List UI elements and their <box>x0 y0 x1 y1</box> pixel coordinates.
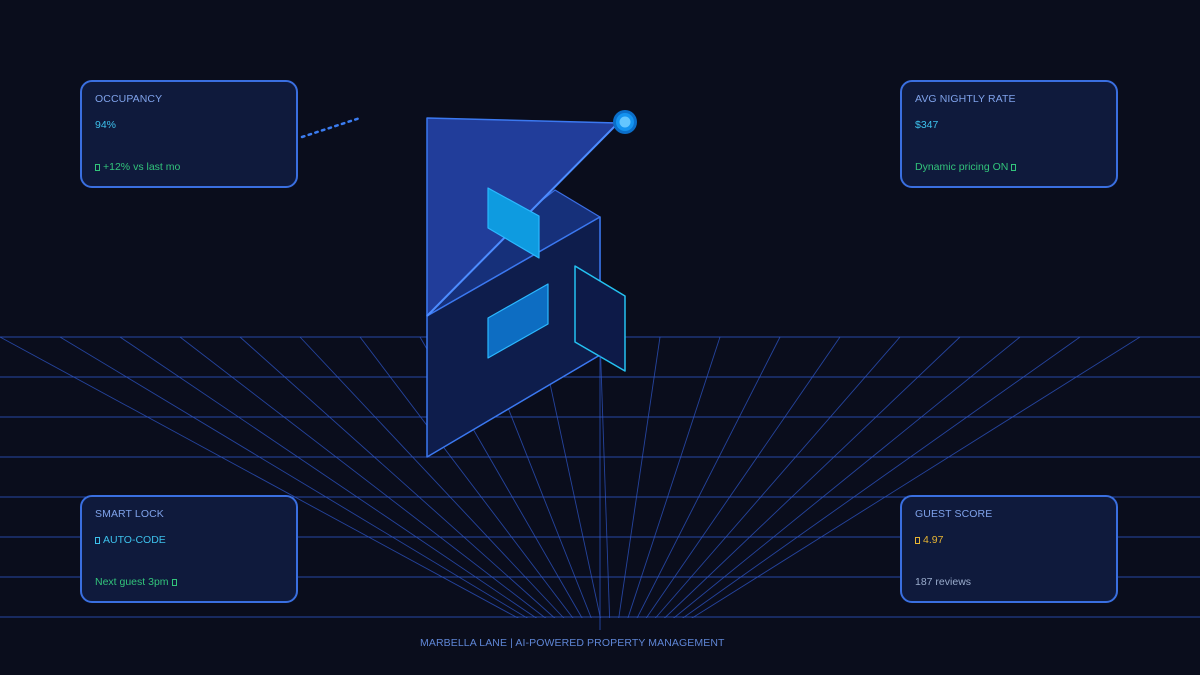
card-value: AUTO-CODE <box>95 534 166 546</box>
guest-score-card: GUEST SCORE 4.97 187 reviews <box>900 495 1118 603</box>
card-note: +12% vs last mo <box>95 161 180 173</box>
check-icon <box>1011 164 1017 171</box>
footer-tagline: MARBELLA LANE | AI-POWERED PROPERTY MANA… <box>420 637 725 649</box>
card-connector <box>300 116 362 139</box>
card-note-text: Dynamic pricing ON <box>915 161 1009 173</box>
card-value-text: 4.97 <box>923 534 944 546</box>
lock-icon <box>95 537 100 544</box>
card-title: SMART LOCK <box>95 508 164 520</box>
card-note: Dynamic pricing ON <box>915 161 1017 173</box>
sensor-node-icon <box>613 110 637 134</box>
building-illustration <box>426 117 626 630</box>
nightly-rate-card: AVG NIGHTLY RATE $347 Dynamic pricing ON <box>900 80 1118 188</box>
occupancy-card: OCCUPANCY 94% +12% vs last mo <box>80 80 298 188</box>
card-title: OCCUPANCY <box>95 93 163 105</box>
card-value: 4.97 <box>915 534 943 546</box>
window-lower <box>487 283 549 359</box>
card-value-text: AUTO-CODE <box>103 534 166 546</box>
card-note: Next guest 3pm <box>95 576 177 588</box>
card-title: AVG NIGHTLY RATE <box>915 93 1016 105</box>
card-value: 94% <box>95 119 117 131</box>
card-note: 187 reviews <box>915 576 972 588</box>
star-icon <box>915 537 920 544</box>
door-panel <box>574 265 626 372</box>
card-note-text: +12% vs last mo <box>103 161 181 173</box>
window-upper <box>487 187 540 259</box>
smart-lock-card: SMART LOCK AUTO-CODE Next guest 3pm <box>80 495 298 603</box>
check-icon <box>171 579 177 586</box>
card-value: $347 <box>915 119 939 131</box>
floor-perspective-lines <box>0 336 1141 631</box>
card-note-text: Next guest 3pm <box>95 576 169 588</box>
trend-up-icon <box>95 164 100 171</box>
card-title: GUEST SCORE <box>915 508 993 520</box>
